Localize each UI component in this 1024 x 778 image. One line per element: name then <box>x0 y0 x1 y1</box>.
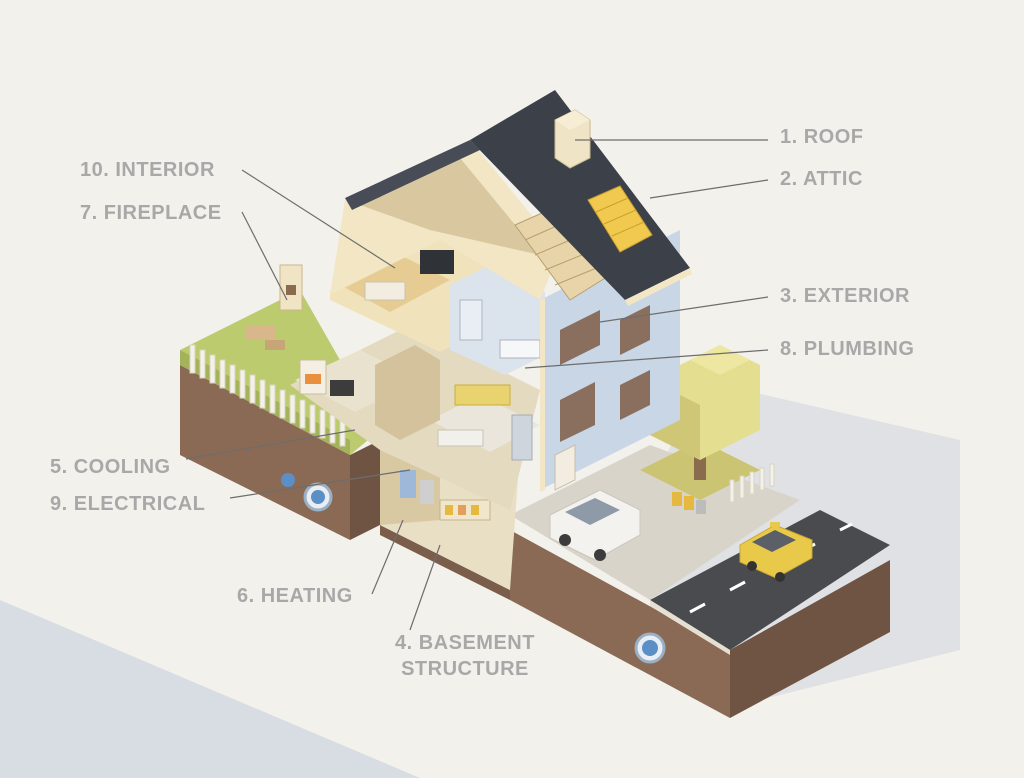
label-fireplace: 7. FIREPLACE <box>80 202 222 224</box>
leader-cooling <box>185 429 356 460</box>
street-soil-side <box>730 560 890 718</box>
label-basement-line2: STRUCTURE <box>401 658 529 680</box>
roof-left-slope <box>345 140 480 210</box>
basement-soil-front <box>380 525 510 600</box>
roof-icon <box>470 90 690 300</box>
label-basement-line1: 4. BASEMENT <box>395 632 535 654</box>
leader-attic <box>649 179 769 199</box>
exterior-wall-trim <box>540 298 545 492</box>
leader-heating <box>371 519 404 595</box>
label-attic: 2. ATTIC <box>780 168 863 190</box>
label-heating: 6. HEATING <box>237 585 353 607</box>
dining-table <box>437 429 484 447</box>
fridge <box>511 414 533 461</box>
tv-unit <box>330 380 354 396</box>
street-soil-front <box>510 530 730 718</box>
label-cooling: 5. COOLING <box>50 456 171 478</box>
fence-icon <box>189 344 346 447</box>
bathtub <box>499 339 541 359</box>
car-icon <box>549 489 641 561</box>
sofa <box>364 281 406 301</box>
label-plumbing: 8. PLUMBING <box>780 338 915 360</box>
leader-electrical <box>229 469 411 499</box>
leader-plumbing <box>524 349 769 369</box>
label-interior: 10. INTERIOR <box>80 159 215 181</box>
patio-furniture <box>245 264 303 350</box>
leader-lines <box>185 139 769 631</box>
wall-tv <box>420 250 454 274</box>
leader-exterior <box>599 296 769 323</box>
basement-equipment <box>400 470 491 521</box>
leader-fireplace <box>241 211 288 301</box>
shower <box>459 299 483 341</box>
stairs <box>375 345 440 440</box>
label-roof: 1. ROOF <box>780 126 864 148</box>
label-basement-structure: 4. BASEMENT STRUCTURE <box>395 630 535 682</box>
trash-bins <box>672 492 706 514</box>
background-shadow-band <box>0 600 420 778</box>
solar-panel-icon <box>587 185 653 253</box>
road-curb <box>650 600 730 655</box>
roof-edge-trim <box>625 268 692 306</box>
chimney-icon <box>554 109 591 169</box>
garden-soil-side <box>350 440 380 540</box>
front-door <box>554 444 576 491</box>
leader-interior <box>241 169 396 269</box>
windows <box>560 305 650 442</box>
attic-interior <box>360 158 540 255</box>
label-exterior: 3. EXTERIOR <box>780 285 910 307</box>
kitchen-counter <box>454 384 511 406</box>
road-surface <box>650 510 890 650</box>
label-electrical: 9. ELECTRICAL <box>50 493 206 515</box>
leader-basement <box>409 544 441 631</box>
taxi-icon <box>739 522 813 582</box>
fence-icon <box>729 463 775 503</box>
pipe-icon <box>281 473 666 664</box>
